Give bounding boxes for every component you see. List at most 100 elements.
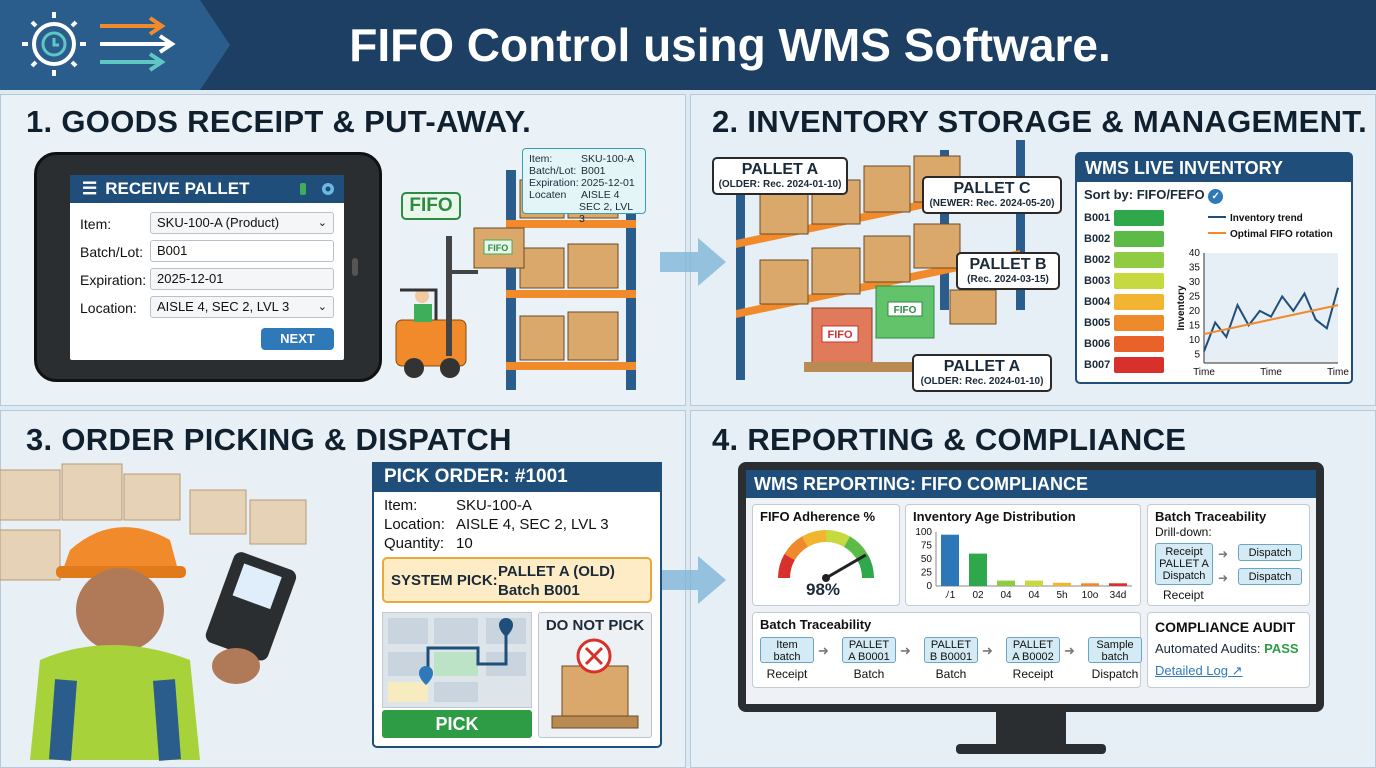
drill-down-label: Drill-down: xyxy=(1155,525,1212,539)
batch-row[interactable]: B001 xyxy=(1084,210,1164,226)
pallet-b-note: (Rec. 2024-03-15) xyxy=(967,274,1049,285)
system-pick-batch: Batch B001 xyxy=(498,582,580,599)
putaway-row-item: Item:SKU-100-A xyxy=(529,153,639,165)
item-select[interactable]: SKU-100-A (Product)⌄ xyxy=(150,212,334,234)
batch-row[interactable]: B004 xyxy=(1084,294,1164,310)
flow-caption: Receipt xyxy=(766,667,808,681)
batch-row[interactable]: B002 xyxy=(1084,231,1164,247)
pallet-a-bottom-note: (OLDER: Rec. 2024-01-10) xyxy=(920,376,1044,387)
batch-color-bar xyxy=(1114,273,1164,289)
age-bar xyxy=(969,553,987,586)
detailed-log-link[interactable]: Detailed Log ↗ xyxy=(1155,663,1243,679)
y-tick-label: 0 xyxy=(926,581,932,592)
batch-row[interactable]: B007 xyxy=(1084,357,1164,373)
fifo-box-label: FIFO xyxy=(488,243,509,253)
flow-chip[interactable]: PALLET A B0002 xyxy=(1006,637,1060,663)
next-button[interactable]: NEXT xyxy=(261,328,334,350)
field-label-batch: Batch/Lot: xyxy=(80,244,144,260)
blocked-box-icon xyxy=(551,638,639,729)
flow-chip[interactable]: Sample batch xyxy=(1088,637,1142,663)
warehouse-map[interactable] xyxy=(382,612,532,708)
gauge-segment xyxy=(843,536,868,561)
compliance-audit-card xyxy=(1147,612,1310,688)
trace-dispatch-chip-2[interactable]: Dispatch xyxy=(1238,568,1302,585)
arrow-right-icon: ➜ xyxy=(1218,571,1229,585)
reporting-header: WMS REPORTING: FIFO COMPLIANCE xyxy=(746,470,1316,498)
putaway-key xyxy=(529,201,579,225)
audit-status: PASS xyxy=(1264,641,1299,656)
x-tick-label: Time xyxy=(1193,367,1215,378)
flow-arrow-icon xyxy=(660,238,726,286)
fifo-tag: FIFO xyxy=(401,192,461,220)
batch-flow-title: Batch Traceability xyxy=(760,617,872,632)
tablet-button xyxy=(352,258,358,276)
sort-by-label[interactable]: Sort by: FIFO/FEFO ✓ xyxy=(1084,187,1224,204)
page-title: FIFO Control using WMS Software. xyxy=(349,19,1111,71)
worker-illustration xyxy=(0,463,307,761)
x-tick-label: ﾉ1 xyxy=(945,590,956,601)
flow-chip[interactable]: PALLET A B0001 xyxy=(842,637,896,663)
gauge-segment xyxy=(857,554,874,579)
compliance-audit-title: COMPLIANCE AUDIT xyxy=(1155,619,1296,635)
batch-input[interactable]: B001 xyxy=(150,240,334,262)
x-tick-label: Time xyxy=(1260,367,1282,378)
barcode-settings-icons xyxy=(300,183,334,195)
arrow-right-icon: ➜ xyxy=(1064,643,1075,658)
pick-button[interactable]: PICK xyxy=(382,710,532,738)
batch-label: B004 xyxy=(1084,296,1111,308)
field-label-expiration: Expiration: xyxy=(80,272,147,288)
flow-chip[interactable]: Item batch xyxy=(760,637,814,663)
y-tick-label: 20 xyxy=(1189,306,1201,317)
pallet-a-bottom-tag: PALLET A (OLDER: Rec. 2024-01-10) xyxy=(912,354,1052,392)
batch-row[interactable]: B003 xyxy=(1084,273,1164,289)
gauge-segment xyxy=(778,554,795,579)
batch-row[interactable]: B006 xyxy=(1084,336,1164,352)
adherence-gauge xyxy=(778,530,874,582)
putaway-key: Locaten xyxy=(529,189,567,201)
batch-color-bar xyxy=(1114,210,1164,226)
check-circle-icon: ✓ xyxy=(1208,189,1224,204)
menu-icon[interactable]: ☰ xyxy=(82,179,98,198)
y-axis-label: Inventory xyxy=(1176,285,1187,330)
map-pin-icon xyxy=(419,666,433,685)
pick-key-item: Item: xyxy=(384,497,418,514)
pallet-a-top-tag: PALLET A (OLDER: Rec. 2024-01-10) xyxy=(712,157,848,195)
flow-chip[interactable]: PALLET B B0001 xyxy=(924,637,978,663)
batch-color-bar xyxy=(1114,315,1164,331)
flow-caption: Receipt xyxy=(1012,667,1054,681)
trace-drill-title: Batch Traceability xyxy=(1155,509,1267,524)
storage-rack-illustration: FIFO FIFO xyxy=(736,140,1025,380)
fifo-red-label: FIFO xyxy=(827,329,852,341)
flow-caption: Batch xyxy=(853,667,885,681)
y-tick-label: 25 xyxy=(1189,291,1201,302)
wms-live-header: WMS LIVE INVENTORY xyxy=(1077,154,1351,182)
chevron-down-icon: ⌄ xyxy=(317,301,327,313)
flow-caption: Dispatch xyxy=(1091,667,1139,681)
batch-row[interactable]: B005 xyxy=(1084,315,1164,331)
y-tick-label: 15 xyxy=(1189,320,1201,331)
adherence-title: FIFO Adherence % xyxy=(760,509,876,524)
location-select[interactable]: AISLE 4, SEC 2, LVL 3⌄ xyxy=(150,296,334,318)
batch-row[interactable]: B002 xyxy=(1084,252,1164,268)
arrow-right-icon: ➜ xyxy=(1218,547,1229,561)
section-title-4: 4. REPORTING & COMPLIANCE xyxy=(712,422,1187,457)
external-link-icon: ↗ xyxy=(1231,663,1243,678)
section-title-3: 3. ORDER PICKING & DISPATCH xyxy=(26,422,512,457)
trace-dispatch-chip-1[interactable]: Dispatch xyxy=(1238,544,1302,561)
trace-receipt-chip[interactable]: Receipt PALLET A Dispatch xyxy=(1155,543,1213,585)
receive-pallet-header: ☰RECEIVE PALLET xyxy=(70,175,344,203)
batch-color-bar xyxy=(1114,252,1164,268)
inventory-trend-line xyxy=(1203,287,1339,352)
expiration-input[interactable]: 2025-12-01 xyxy=(150,268,334,290)
gauge-needle xyxy=(825,553,867,580)
arrow-right-icon: ➜ xyxy=(818,643,829,658)
section-title-2: 2. INVENTORY STORAGE & MANAGEMENT. xyxy=(712,104,1367,139)
putaway-value: SEC 2, LVL 3 xyxy=(578,201,633,225)
pallet-c-tag: PALLET C (NEWER: Rec. 2024-05-20) xyxy=(922,176,1062,214)
map-pin-icon xyxy=(499,618,513,637)
system-pick-pallet: PALLET A (OLD) xyxy=(498,563,615,580)
arrow-right-icon: ➜ xyxy=(900,643,911,658)
adherence-card xyxy=(752,504,900,606)
